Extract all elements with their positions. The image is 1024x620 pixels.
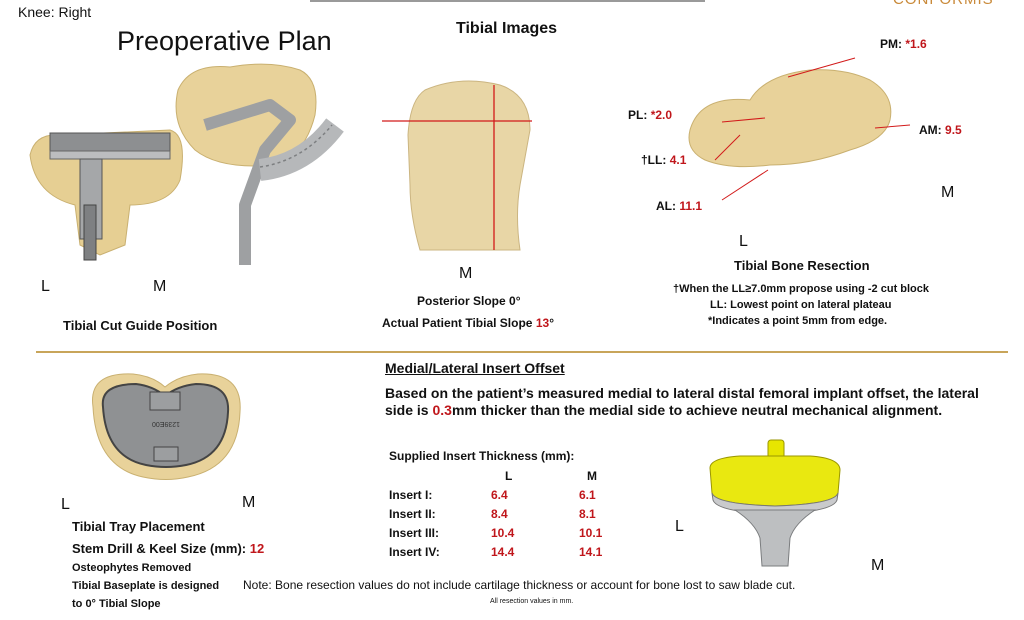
section-divider [36,351,1008,353]
resection-note-3: *Indicates a point 5mm from edge. [708,315,888,327]
am-value: AM: 9.5 [919,123,962,137]
implant-lateral-label: L [675,518,684,535]
tibial-resection-image [688,57,911,201]
actual-slope: Actual Patient Tibial Slope 13° [382,316,554,330]
cut-guide-caption: Tibial Cut Guide Position [63,318,218,333]
al-value: AL: 11.1 [656,199,703,213]
tray-placement: Tibial Tray Placement [72,519,205,534]
tray-engraving: 1239E00 [152,420,180,427]
top-rule [310,0,705,2]
logo: CONFORMIS [893,0,994,8]
pm-value: PM: *1.6 [880,37,927,51]
supplied-insert-title: Supplied Insert Thickness (mm): [389,449,575,463]
page-title: Preoperative Plan [117,26,332,56]
resection-lateral-label: L [739,233,748,250]
stem-drill-size: Stem Drill & Keel Size (mm): 12 [72,541,265,556]
implant-medial-label: M [871,557,885,574]
tibial-images-medial-label: M [459,265,473,282]
tibial-images-title: Tibial Images [456,20,558,37]
tibial-implant-image [709,439,841,567]
resection-medial-label: M [941,184,955,201]
insert-offset-title: Medial/Lateral Insert Offset [385,360,565,376]
resection-note-2: LL: Lowest point on lateral plateau [710,299,892,311]
tray-lateral-label: L [61,496,70,513]
cut-guide-image [29,63,344,265]
knee-side-label: Knee: Right [18,4,92,20]
cut-guide-lateral-label: L [41,278,50,295]
baseplate-note-2: to 0° Tibial Slope [72,598,161,610]
tray-medial-label: M [242,494,256,511]
insert-offset-text: Based on the patient’s measured medial t… [385,385,979,418]
tibial-tray-image: 1239E00 [92,373,241,480]
resection-title: Tibial Bone Resection [734,258,870,273]
resection-note-1: †When the LL≥7.0mm propose using -2 cut … [673,283,930,295]
pl-value: PL: *2.0 [628,108,673,122]
baseplate-note-1: Tibial Baseplate is designed [72,580,220,592]
col-header-medial: M [587,468,597,483]
tibial-lateral-image [382,80,532,251]
footer-note: Note: Bone resection values do not inclu… [243,578,796,592]
posterior-slope: Posterior Slope 0° [417,294,521,308]
osteophytes-removed: Osteophytes Removed [72,562,192,574]
col-header-lateral: L [505,468,513,483]
footer-small-note: All resection values in mm. [490,598,574,605]
ll-value: †LL: 4.1 [641,153,687,167]
cut-guide-medial-label: M [153,278,167,295]
